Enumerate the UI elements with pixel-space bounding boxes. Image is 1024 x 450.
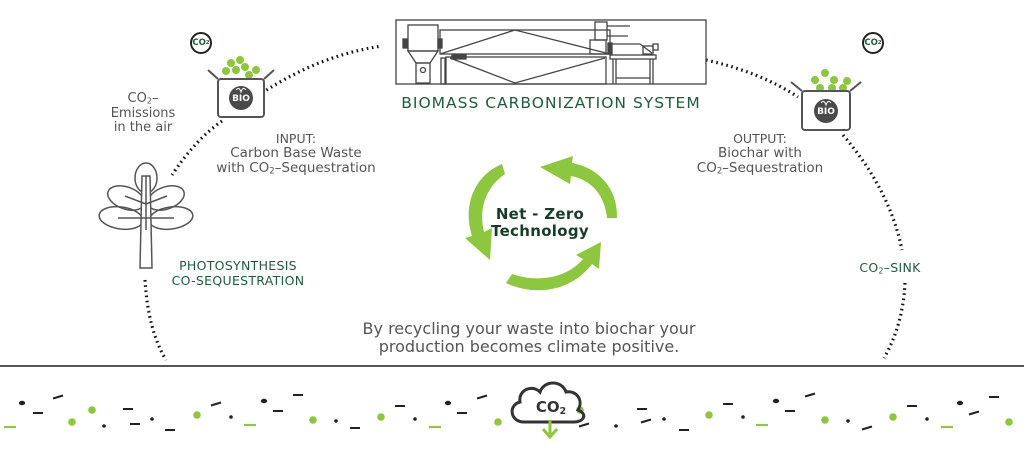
input-line1: Carbon Base Waste <box>230 145 362 161</box>
particle-dark-speck <box>741 415 745 419</box>
particle-dark-speck <box>413 417 417 421</box>
particle-dark-speck <box>846 419 850 423</box>
emissions-line1: CO2– <box>127 91 159 106</box>
bin-label-right: BIO <box>817 107 835 117</box>
particle-dark-dash <box>476 394 488 400</box>
net-zero-label: Net - Zero Technology <box>475 205 605 241</box>
particle-green-dot <box>377 413 385 421</box>
output-label: OUTPUT: Biochar with CO2–Sequestration <box>665 132 855 176</box>
bin-label-left: BIO <box>232 94 250 104</box>
particle-dark-speck <box>229 415 233 419</box>
input-line2: with CO2–Sequestration <box>216 160 376 177</box>
particle-dark-dash <box>578 422 590 428</box>
co2-badge-subscript: 2 <box>205 40 210 46</box>
input-bio-bin-illustration <box>207 56 275 118</box>
particle-dark-dot <box>444 400 452 406</box>
particle-dark-speck <box>334 419 338 423</box>
particle-dark-dash <box>210 401 222 407</box>
particle-green-dot <box>889 413 897 421</box>
photosynthesis-line2: CO-SEQUESTRATION <box>171 273 305 288</box>
dotted-arc-right-lower <box>882 282 907 359</box>
particle-dark-speck <box>662 417 666 421</box>
emissions-line2: Emissions <box>110 105 176 121</box>
caption-line1: By recycling your waste into biochar you… <box>362 319 696 338</box>
co2-sink-label: CO2–SINK <box>859 260 921 276</box>
dotted-arc-top-left <box>261 44 383 95</box>
co2-badge-text: CO <box>864 38 878 48</box>
output-line2: CO2–Sequestration <box>696 160 824 177</box>
cycle-arrow-left <box>465 164 505 260</box>
net-zero-line2: Technology <box>491 222 589 241</box>
net-zero-cycle-arrows <box>465 156 618 291</box>
caption-line2: production becomes climate positive. <box>378 336 680 356</box>
output-title: OUTPUT: <box>733 131 787 146</box>
co2-cloud-label: CO2 <box>535 398 567 417</box>
co2-badge-text: CO <box>192 38 206 48</box>
particle-dark-dot <box>956 400 964 406</box>
climate-caption: By recycling your waste into biochar you… <box>340 320 718 355</box>
particle-dark-speck <box>925 417 929 421</box>
particle-green-dot <box>193 411 201 419</box>
particle-dark-speck <box>150 417 154 421</box>
particle-green-dot <box>1005 418 1013 426</box>
emissions-label: CO2– Emissions in the air <box>98 91 188 136</box>
particle-green-dot <box>68 418 76 426</box>
photosynthesis-label: PHOTOSYNTHESIS CO-SEQUESTRATION <box>158 258 318 288</box>
particle-dark-dash <box>640 418 652 424</box>
cycle-arrow-bottom <box>506 242 601 291</box>
particle-dark-dash <box>861 425 873 431</box>
particle-green-dot <box>494 418 502 426</box>
emissions-line3: in the air <box>113 120 173 136</box>
particle-dark-dot <box>772 398 780 404</box>
dotted-arc-right-upper <box>841 133 904 251</box>
net-zero-line1: Net - Zero <box>495 205 585 223</box>
cycle-arrow-top <box>540 156 618 218</box>
particle-dark-speck <box>614 424 618 428</box>
dotted-arc-left-upper <box>170 119 223 176</box>
particle-dark-dot <box>18 400 26 406</box>
dotted-arc-top-right <box>705 58 799 99</box>
carbonization-machine-illustration <box>395 19 707 85</box>
particle-dark-speck <box>102 424 106 428</box>
particle-dark-dot <box>260 398 268 404</box>
tree-illustration <box>98 162 194 269</box>
input-label: INPUT: Carbon Base Waste with CO2–Seques… <box>196 132 396 176</box>
particle-green-dot <box>88 406 96 414</box>
particle-dark-dash <box>968 410 980 416</box>
output-line1: Biochar with <box>717 145 802 161</box>
particle-green-dot <box>309 416 317 424</box>
co2-badge-subscript: 2 <box>877 40 882 46</box>
particle-green-dot <box>705 411 713 419</box>
system-title: BIOMASS CARBONIZATION SYSTEM <box>401 94 701 112</box>
dotted-arc-left-lower <box>143 279 168 361</box>
output-bio-bin-illustration <box>790 69 862 131</box>
ground-particles <box>4 392 1013 431</box>
particle-green-dot <box>821 416 829 424</box>
particle-dark-dash <box>804 392 816 398</box>
input-title: INPUT: <box>275 131 317 146</box>
particle-dark-dash <box>52 394 64 400</box>
photosynthesis-line1: PHOTOSYNTHESIS <box>179 258 297 273</box>
co2-cloud-icon <box>510 381 586 440</box>
